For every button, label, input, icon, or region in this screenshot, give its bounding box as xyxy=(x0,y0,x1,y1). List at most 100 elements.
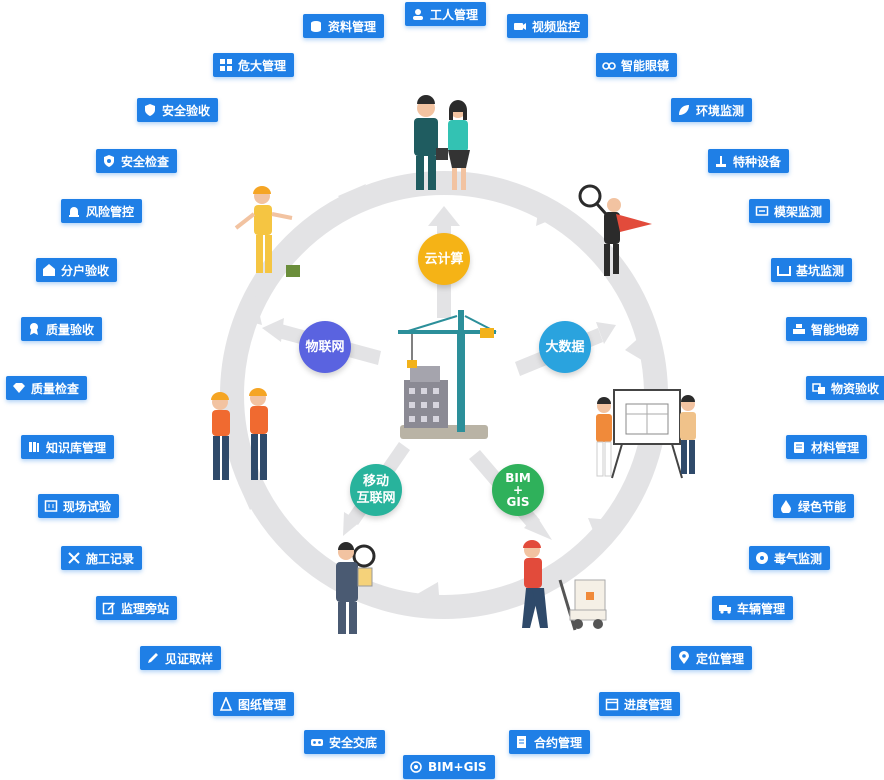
tag-shield-check[interactable]: 安全检查 xyxy=(96,149,178,173)
delivery-worker-illustration xyxy=(522,540,607,631)
presenters-illustration xyxy=(596,389,696,479)
hub-bigdata[interactable]: 大数据 xyxy=(539,321,591,373)
ring-arrow xyxy=(536,198,565,226)
edit-icon xyxy=(102,601,116,615)
tag-label: 分户验收 xyxy=(61,263,110,278)
tag-truck[interactable]: 车辆管理 xyxy=(712,596,794,620)
tag-label: 安全交底 xyxy=(329,735,378,750)
hub-iot[interactable]: 物联网 xyxy=(299,321,351,373)
tag-label: 施工记录 xyxy=(86,551,135,566)
hub-label: 云计算 xyxy=(424,251,464,267)
shield-check-icon xyxy=(102,154,116,168)
diamond-icon xyxy=(12,381,26,395)
vr-icon xyxy=(310,735,324,749)
managers-illustration xyxy=(414,95,470,190)
pen-icon xyxy=(146,651,160,665)
tag-label: 安全验收 xyxy=(162,103,211,118)
safety-workers-illustration xyxy=(211,388,268,480)
tag-knowledge[interactable]: 知识库管理 xyxy=(21,435,115,459)
electrician-illustration xyxy=(234,186,300,277)
tag-edit[interactable]: 监理旁站 xyxy=(96,596,178,620)
tag-label: 材料管理 xyxy=(811,440,860,455)
alarm-icon xyxy=(67,204,81,218)
hub-mobile[interactable]: 移动 互联网 xyxy=(350,464,402,516)
tag-label: 模架监测 xyxy=(774,204,823,219)
tag-material[interactable]: 材料管理 xyxy=(786,435,868,459)
tag-label: 毒气监测 xyxy=(774,551,823,566)
tag-label: 车辆管理 xyxy=(737,601,786,616)
tag-equipment[interactable]: 特种设备 xyxy=(708,149,790,173)
knowledge-icon xyxy=(27,440,41,454)
tag-label: 环境监测 xyxy=(696,103,745,118)
tag-shield[interactable]: 安全验收 xyxy=(137,98,219,122)
tag-label: 安全检查 xyxy=(121,154,170,169)
surveyor-illustration xyxy=(578,184,652,276)
tag-label: 资料管理 xyxy=(328,19,377,34)
tag-label: 危大管理 xyxy=(238,58,287,73)
contract-icon xyxy=(515,735,529,749)
target-icon xyxy=(409,760,423,774)
tag-label: 基坑监测 xyxy=(796,263,845,278)
tower-crane xyxy=(398,310,497,439)
tag-materials[interactable]: 物资验收 xyxy=(806,376,884,400)
tag-label: 智能地磅 xyxy=(811,322,860,337)
house-icon xyxy=(42,263,56,277)
tag-drawing[interactable]: 图纸管理 xyxy=(213,692,295,716)
tag-pen[interactable]: 见证取样 xyxy=(140,646,222,670)
tag-label: 物资验收 xyxy=(831,381,880,396)
badge-icon xyxy=(27,322,41,336)
tag-contract[interactable]: 合约管理 xyxy=(509,730,591,754)
tag-label: 进度管理 xyxy=(624,697,673,712)
tag-leaf[interactable]: 环境监测 xyxy=(671,98,753,122)
tag-worker[interactable]: 工人管理 xyxy=(405,2,487,26)
ring-arrow xyxy=(236,294,262,325)
tag-hazard[interactable]: 毒气监测 xyxy=(749,546,831,570)
tag-alarm[interactable]: 风险管控 xyxy=(61,199,143,223)
grid-icon xyxy=(219,58,233,72)
tag-label: 合约管理 xyxy=(534,735,583,750)
tag-grid[interactable]: 危大管理 xyxy=(213,53,295,77)
tag-diamond[interactable]: 质量检查 xyxy=(6,376,88,400)
tag-test[interactable]: 现场试验 xyxy=(38,494,120,518)
tag-calendar[interactable]: 进度管理 xyxy=(599,692,681,716)
tag-target[interactable]: BIM+GIS xyxy=(403,755,495,779)
tag-vr[interactable]: 安全交底 xyxy=(304,730,386,754)
tag-pit[interactable]: 基坑监测 xyxy=(771,258,853,282)
hub-label: 物联网 xyxy=(305,339,345,355)
tag-label: 视频监控 xyxy=(532,19,581,34)
hub-label: 大数据 xyxy=(545,339,585,355)
tag-label: 见证取样 xyxy=(165,651,214,666)
leaf-icon xyxy=(677,103,691,117)
hub-label: 移动 互联网 xyxy=(356,474,396,506)
tag-label: 风险管控 xyxy=(86,204,135,219)
tag-label: 图纸管理 xyxy=(238,697,287,712)
tag-glasses[interactable]: 智能眼镜 xyxy=(596,53,678,77)
hub-cloud[interactable]: 云计算 xyxy=(418,233,470,285)
ring-arrow xyxy=(625,335,650,365)
inspector-illustration xyxy=(336,542,376,634)
tag-label: 工人管理 xyxy=(430,7,479,22)
tag-drop[interactable]: 绿色节能 xyxy=(773,494,855,518)
scale-icon xyxy=(792,322,806,336)
materials-icon xyxy=(812,381,826,395)
tag-camera[interactable]: 视频监控 xyxy=(507,14,589,38)
drop-icon xyxy=(779,499,793,513)
tag-label: 监理旁站 xyxy=(121,601,170,616)
equipment-icon xyxy=(714,154,728,168)
tag-label: 现场试验 xyxy=(63,499,112,514)
tag-database[interactable]: 资料管理 xyxy=(303,14,385,38)
drawing-icon xyxy=(219,697,233,711)
tag-scale[interactable]: 智能地磅 xyxy=(786,317,868,341)
tag-house[interactable]: 分户验收 xyxy=(36,258,118,282)
hub-bimgis[interactable]: BIM + GIS xyxy=(492,464,544,516)
ring-arrow xyxy=(338,184,366,212)
worker-icon xyxy=(411,7,425,21)
tag-location[interactable]: 定位管理 xyxy=(671,646,753,670)
tag-formwork[interactable]: 模架监测 xyxy=(749,199,831,223)
tag-label: 特种设备 xyxy=(733,154,782,169)
tag-label: 定位管理 xyxy=(696,651,745,666)
ring-arrow xyxy=(238,483,266,510)
tag-tools[interactable]: 施工记录 xyxy=(61,546,143,570)
ring-arrow xyxy=(412,582,440,608)
tag-badge[interactable]: 质量验收 xyxy=(21,317,103,341)
